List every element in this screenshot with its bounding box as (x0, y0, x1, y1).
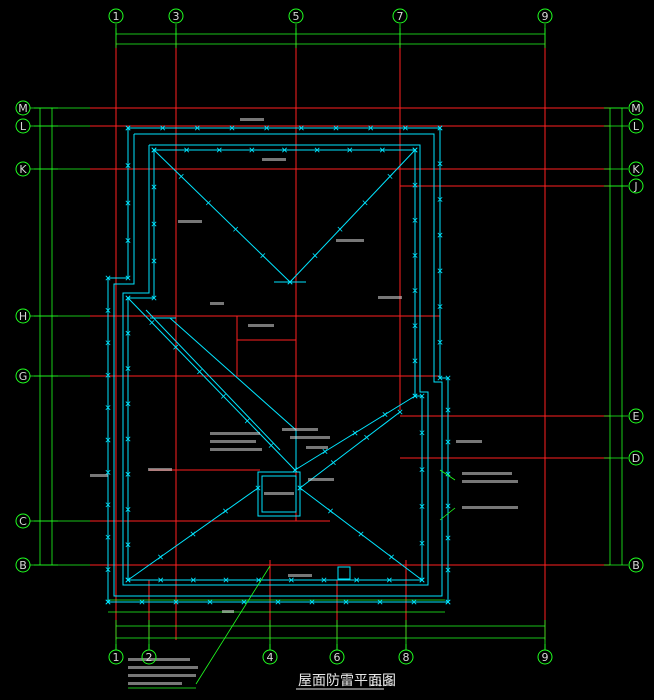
svg-text:M: M (631, 102, 641, 115)
svg-text:4: 4 (267, 651, 274, 664)
svg-text:B: B (632, 559, 640, 572)
svg-text:K: K (19, 163, 27, 176)
axis-bubble-bottom-8: 8 (398, 649, 414, 665)
svg-text:D: D (632, 452, 640, 465)
lightning-support-markers (105, 125, 451, 605)
drawing-scale: 1:100 (370, 679, 393, 688)
svg-text:B: B (19, 559, 27, 572)
drawing-title: 屋面防雷平面图 (298, 673, 396, 689)
svg-text:C: C (19, 515, 27, 528)
axis-bubble-right-L: L (628, 118, 644, 134)
svg-text:L: L (633, 120, 640, 133)
axis-bubble-right-J: J (628, 178, 644, 194)
axis-bubble-top-1: 1 (108, 8, 124, 24)
svg-text:6: 6 (334, 651, 341, 664)
svg-text:5: 5 (293, 10, 300, 23)
axis-bubbles-top: 1 3 5 7 9 (108, 8, 553, 24)
axis-bubble-right-M: M (628, 100, 644, 116)
annotation-labels (90, 118, 518, 685)
svg-text:7: 7 (397, 10, 404, 23)
svg-text:E: E (633, 410, 640, 423)
axis-bubbles-left: M L K H G C B (15, 100, 31, 573)
svg-text:L: L (20, 120, 27, 133)
axis-bubble-top-3: 3 (168, 8, 184, 24)
axis-bubble-bottom-4: 4 (262, 649, 278, 665)
drawing-title-block: 屋面防雷平面图 1:100 (296, 673, 396, 690)
svg-text:9: 9 (542, 10, 549, 23)
svg-text:H: H (19, 310, 27, 323)
dimension-lines (30, 24, 628, 644)
axis-bubble-right-D: D (628, 450, 644, 466)
axis-bubble-top-5: 5 (288, 8, 304, 24)
svg-text:9: 9 (542, 651, 549, 664)
axis-bubble-bottom-6: 6 (329, 649, 345, 665)
axis-bubble-left-G: G (15, 368, 31, 384)
svg-text:8: 8 (403, 651, 410, 664)
axis-bubbles-right: M L K J E D B (628, 100, 644, 573)
lightning-protection-network (107, 127, 449, 603)
axis-bubble-bottom-1: 1 (108, 649, 124, 665)
note-leader (128, 469, 456, 689)
svg-text:K: K (632, 163, 640, 176)
axis-bubble-right-K: K (628, 161, 644, 177)
axis-bubble-left-L: L (15, 118, 31, 134)
axis-bubbles-bottom: 1 2 4 6 8 9 (108, 644, 553, 665)
axis-bubble-left-B: B (15, 557, 31, 573)
svg-text:G: G (19, 370, 28, 383)
axis-bubble-right-E: E (628, 408, 644, 424)
axis-bubble-left-H: H (15, 308, 31, 324)
axis-bubble-bottom-9: 9 (537, 649, 553, 665)
axis-bubble-left-M: M (15, 100, 31, 116)
axis-bubble-left-K: K (15, 161, 31, 177)
svg-text:M: M (18, 102, 28, 115)
svg-text:3: 3 (173, 10, 180, 23)
svg-text:2: 2 (146, 651, 153, 664)
axis-bubble-bottom-2: 2 (141, 649, 157, 665)
svg-text:1: 1 (113, 651, 120, 664)
axis-bubble-left-C: C (15, 513, 31, 529)
svg-text:1: 1 (113, 10, 120, 23)
axis-grid-lines (90, 40, 610, 640)
axis-bubble-top-7: 7 (392, 8, 408, 24)
axis-bubble-right-B: B (628, 557, 644, 573)
svg-text:J: J (633, 180, 637, 193)
axis-bubble-top-9: 9 (537, 8, 553, 24)
